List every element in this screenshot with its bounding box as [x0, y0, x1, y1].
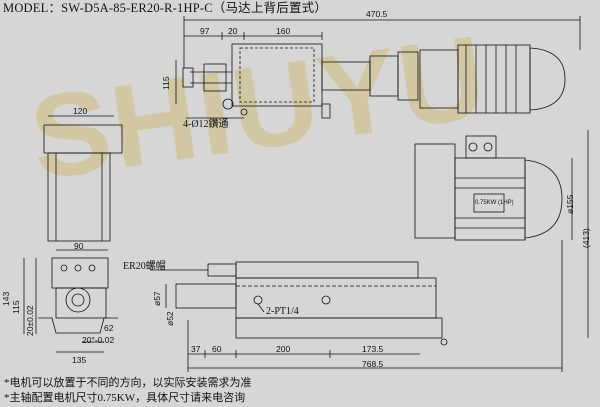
dim-60: 60 — [212, 344, 222, 354]
side-view-fan-cover — [524, 159, 563, 239]
top-view — [175, 16, 581, 119]
port-circle — [321, 295, 331, 305]
dim-115-top: 115 — [161, 76, 171, 90]
top-view-nose — [182, 67, 194, 88]
end-view-block — [55, 287, 107, 319]
top-view-slide — [321, 61, 371, 91]
er20-callout: ER20螺帽 — [123, 261, 166, 272]
dim-160: 160 — [276, 26, 291, 36]
top-view-coupling — [397, 51, 419, 101]
dim-97: 97 — [200, 26, 210, 36]
top-view-carriage-inner — [239, 47, 315, 103]
dim-20-tolerance: 20±0.02 — [25, 305, 35, 336]
dim-768-5: 768.5 — [362, 359, 384, 369]
top-view-adapter — [419, 49, 459, 109]
pt-callout: 2-PT1/4 — [266, 306, 299, 317]
dim-37: 37 — [191, 344, 201, 354]
top-view-bracket — [369, 55, 399, 97]
dim-90: 90 — [74, 241, 84, 251]
dim-57: ø57 — [152, 291, 162, 306]
port-circle — [253, 295, 263, 305]
dim-62: 62 — [104, 323, 114, 333]
dim-200: 200 — [276, 344, 291, 354]
note-line-2: *主轴配置电机尺寸0.75KW，具体尺寸请来电咨询 — [4, 392, 246, 404]
end-view-hole — [60, 264, 68, 272]
top-view-foot — [321, 103, 331, 119]
dim-173-5: 173.5 — [362, 344, 384, 354]
dim-20: 20 — [228, 26, 238, 36]
mount-hole — [222, 98, 234, 110]
dim-155: ø155 — [565, 194, 575, 214]
top-view-carriage — [231, 43, 323, 107]
side-view-adapter — [414, 143, 456, 239]
end-view-base — [38, 317, 118, 334]
side-view-base — [235, 317, 443, 339]
end-view-spindle-circle — [65, 287, 91, 313]
mount-hole — [240, 108, 248, 116]
terminal-gland — [483, 142, 493, 152]
end-view-hole — [74, 264, 82, 272]
end-view-motor — [47, 152, 111, 242]
end-view-housing — [51, 257, 109, 289]
dim-143: 143 — [1, 291, 11, 306]
end-view-motor-cap — [43, 124, 123, 154]
note-line-1: *电机可以放置于不同的方向，以实际安装需求为准 — [4, 377, 252, 389]
side-view-spindle-housing — [235, 261, 419, 279]
dim-20-x: 20°-0.02 — [82, 335, 115, 345]
top-view-motor-fan-cover — [529, 47, 566, 111]
end-view-hole — [88, 264, 96, 272]
dim-52: ø52 — [165, 311, 175, 326]
side-view-quill — [175, 283, 237, 309]
leader-pt — [257, 303, 265, 313]
motor-nameplate — [473, 193, 505, 213]
end-view — [23, 115, 123, 353]
dim-413: (413) — [581, 228, 591, 248]
terminal-gland — [468, 142, 478, 152]
side-view-hole — [440, 338, 448, 346]
motor-plate-label: 0.75KW (1HP) — [475, 200, 514, 206]
side-view — [150, 130, 589, 372]
side-view-er20-nut — [207, 263, 237, 277]
dim-115-side: 115 — [11, 300, 21, 314]
holes-callout: 4-Ø12鑽通 — [183, 119, 229, 130]
top-view-collar — [203, 63, 227, 92]
dim-135: 135 — [72, 355, 87, 365]
dim-470: 470.5 — [366, 9, 388, 19]
end-view-spindle-bore — [71, 293, 85, 307]
dim-120: 120 — [73, 106, 88, 116]
model-title: MODEL：SW-D5A-85-ER20-R-1HP-C（马达上背后置式） — [3, 1, 328, 15]
side-view-terminal-box — [465, 135, 497, 159]
top-view-motor-body — [457, 44, 531, 114]
